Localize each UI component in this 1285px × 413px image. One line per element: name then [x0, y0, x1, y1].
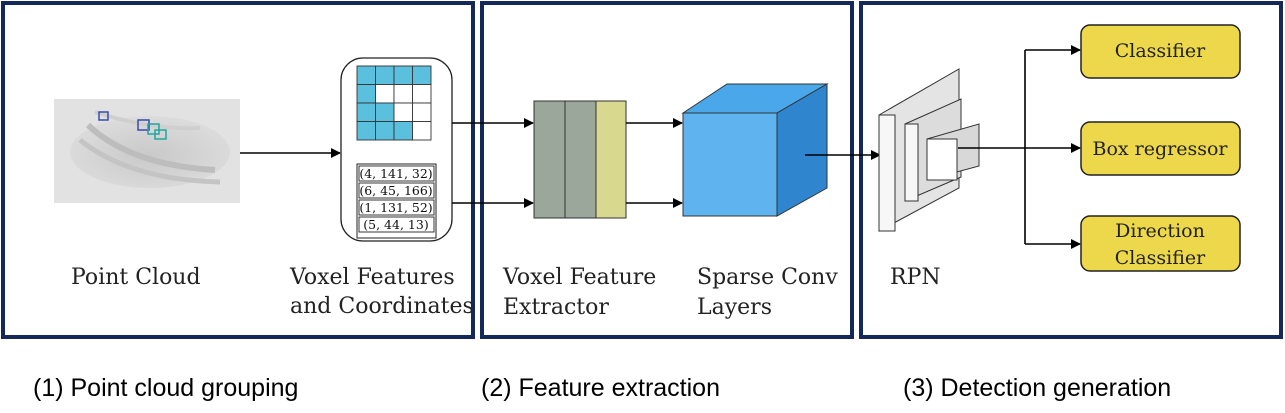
box-regressor-label: Box regressor: [1093, 138, 1229, 160]
coordinate-row: [358, 165, 435, 182]
voxel-cell-empty: [375, 84, 395, 104]
direction-classifier-label-line2: Classifier: [1115, 247, 1206, 269]
stage-2-caption: (2) Feature extraction: [481, 374, 720, 402]
sparse-conv-cube: [681, 83, 829, 217]
stage-3-frame: [859, 1, 1283, 339]
coordinate-text: (1, 131, 52): [359, 200, 432, 215]
direction-classifier-box: [1080, 215, 1241, 272]
sparse-conv-label-line2: Layers: [697, 295, 772, 320]
classifier-label: Classifier: [1115, 40, 1206, 62]
voxel-cell-filled: [412, 65, 432, 85]
box-regressor-box: [1080, 121, 1241, 176]
stage-3-caption: (3) Detection generation: [903, 374, 1171, 402]
voxel-cell-filled: [356, 84, 376, 104]
direction-classifier-label-line1: Direction: [1115, 220, 1205, 242]
vfe-label-line1: Voxel Feature: [502, 265, 656, 290]
voxel-cell-empty: [393, 102, 413, 122]
coordinate-row: [358, 182, 435, 199]
sparse-conv-label-line1: Sparse Conv: [697, 265, 838, 290]
voxel-cell-filled: [356, 65, 376, 85]
rpn-label: RPN: [890, 265, 941, 290]
voxel-cell-filled: [375, 121, 395, 141]
voxel-features-label-line1: Voxel Features: [289, 265, 455, 290]
voxel-cell-empty: [393, 84, 413, 104]
stage-1-frame: [1, 1, 475, 339]
voxel-cell-filled: [393, 121, 413, 141]
voxel-cell-empty: [412, 121, 432, 141]
point-cloud-label: Point Cloud: [71, 265, 201, 290]
coordinate-row: [358, 216, 435, 233]
rpn-blocks: [878, 68, 980, 232]
vfe-label-line2: Extractor: [503, 295, 609, 320]
coordinate-text: (6, 45, 166): [359, 183, 432, 198]
coordinate-text: (4, 141, 32): [359, 166, 432, 181]
stage-2-frame: [480, 1, 854, 339]
voxel-feature-extractor: [533, 100, 627, 219]
voxel-features-label-line2: and Coordinates: [290, 294, 474, 319]
coordinate-text: (5, 44, 13): [363, 217, 428, 232]
voxel-cell-filled: [375, 102, 395, 122]
voxel-grid: [356, 65, 432, 141]
voxel-cell-filled: [393, 65, 413, 85]
voxel-cell-empty: [412, 84, 432, 104]
voxel-cell-filled: [356, 121, 376, 141]
coordinate-row: [358, 199, 435, 216]
classifier-box: [1080, 24, 1241, 79]
voxel-cell-filled: [375, 65, 395, 85]
voxel-cell-empty: [412, 102, 432, 122]
stage-1-caption: (1) Point cloud grouping: [33, 374, 298, 402]
voxel-cell-filled: [356, 102, 376, 122]
point-cloud-image: [54, 99, 240, 203]
coordinates-list: (4, 141, 32) (6, 45, 166) (1, 131, 52) (…: [356, 163, 437, 239]
